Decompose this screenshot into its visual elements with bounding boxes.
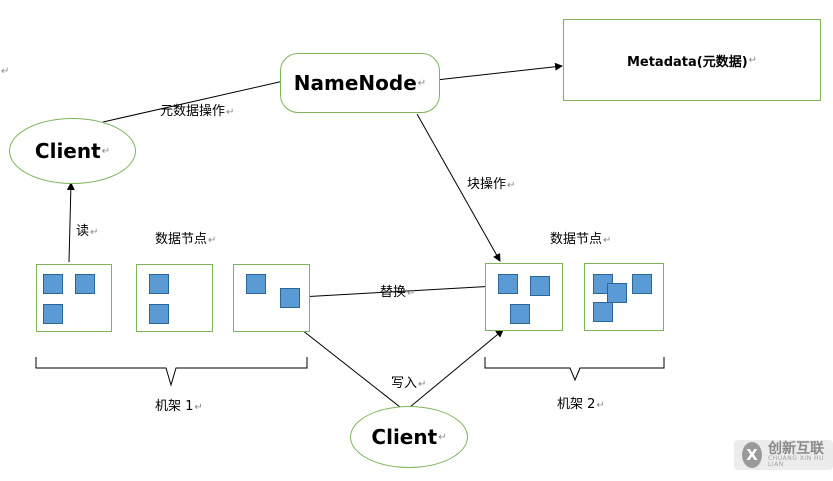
paragraph-mark: ↵ [596,400,605,411]
data-block [75,274,95,294]
watermark-text: 创新互联 [768,441,825,457]
metadata-box: Metadata(元数据)↵ [563,19,821,101]
paragraph-mark: ↵ [407,288,416,299]
watermark-subtext: CHUANG XIN HU LIAN [768,455,824,468]
read-text: 读 [76,224,90,239]
arrow-client-namenode [102,77,289,123]
block-ops-text: 块操作 [467,177,507,192]
namenode-box: NameNode↵ [280,53,440,113]
data-block [149,274,169,294]
data-block [280,288,300,308]
client-top-ellipse: Client↵ [9,118,136,184]
arrow-read [66,182,75,263]
datanode-r1-1 [36,264,112,332]
write-text: 写入 [391,376,418,391]
arrow-replace [299,282,497,298]
paragraph-mark: ↵ [603,235,612,246]
paragraph-mark: ↵ [226,107,235,118]
replace-text: 替换 [380,285,407,300]
data-block [149,304,169,324]
paragraph-mark: ↵ [194,402,203,413]
rack2-label: 机架 2↵ [557,393,605,412]
rack1-label: 机架 1↵ [155,395,203,414]
paragraph-mark: ↵ [101,145,111,157]
datanodes-left-label: 数据节点↵ [155,228,216,247]
paragraph-mark: ↵ [438,431,447,443]
data-block [43,304,63,324]
data-block [246,274,266,294]
data-block [498,274,518,294]
datanodes-right-label: 数据节点↵ [550,228,611,247]
paragraph-mark: ↵ [208,235,217,246]
datanode-r1-2 [136,264,213,332]
datanode-r1-3 [233,264,310,332]
datanodes-left-text: 数据节点 [155,232,208,247]
data-block [632,274,652,294]
client-bottom-label: Client [371,425,438,449]
block-ops-label: 块操作↵ [467,173,515,192]
data-block [510,304,530,324]
metadata-ops-label: 元数据操作↵ [160,100,234,119]
read-label: 读↵ [76,220,98,239]
rack2-brace [484,357,665,382]
metadata-ops-text: 元数据操作 [160,104,226,119]
arrow-namenode-metadata [435,62,563,81]
rack2-text: 机架 2 [557,397,596,412]
paragraph-mark: ↵ [507,180,516,191]
paragraph-mark: ↵ [748,54,758,66]
arrow-write-right [409,329,504,408]
datanode-r2-2 [584,263,664,331]
data-block [530,276,550,296]
datanodes-right-text: 数据节点 [550,232,603,247]
metadata-label: Metadata(元数据) [626,54,748,70]
client-top-label: Client [34,139,101,163]
client-bottom-ellipse: Client↵ [350,406,468,468]
watermark: X 创新互联 CHUANG XIN HU LIAN [734,440,833,470]
paragraph-mark: ↵ [90,227,99,238]
rack1-text: 机架 1 [155,399,194,414]
datanode-r2-1 [485,263,563,331]
arrow-namenode-datanode [416,113,501,262]
rack1-brace [35,357,308,387]
replace-label: 替换↵ [380,281,415,300]
data-block [593,302,613,322]
watermark-logo-icon: X [742,442,763,468]
paragraph-mark: ↵ [418,379,427,390]
paragraph-mark: ↵ [417,77,427,89]
stray-paragraph-mark: ↵ [1,66,10,77]
namenode-label: NameNode [293,71,417,95]
data-block [607,283,627,303]
data-block [43,274,63,294]
write-label: 写入↵ [391,372,426,391]
